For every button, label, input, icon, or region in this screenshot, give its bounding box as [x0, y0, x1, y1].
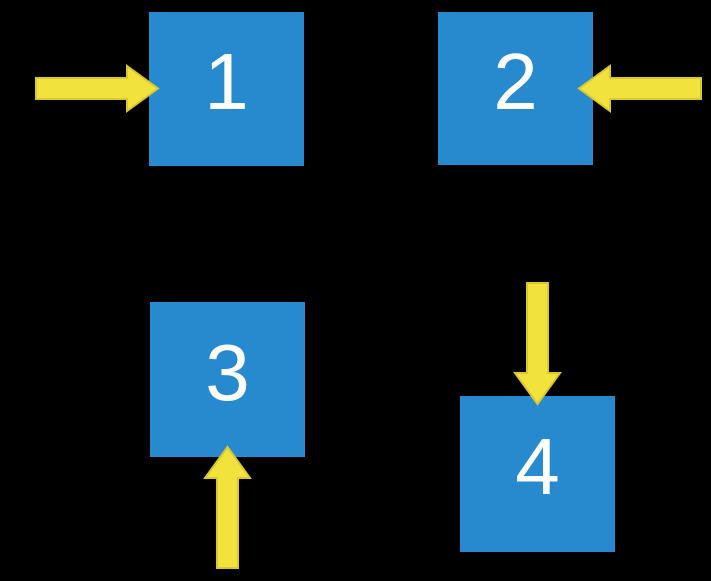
box-3-label: 3: [205, 327, 250, 417]
left-arrow-icon: [577, 64, 702, 113]
numbered-box-3: 3: [150, 302, 305, 457]
down-arrow-icon: [513, 282, 562, 406]
box-4-label: 4: [515, 422, 560, 511]
numbered-box-2: 2: [438, 12, 593, 165]
numbered-box-1: 1: [149, 12, 304, 166]
numbered-box-4: 4: [460, 396, 615, 552]
up-arrow-icon: [203, 445, 252, 569]
right-arrow-icon: [35, 64, 160, 113]
box-1-label: 1: [204, 37, 249, 126]
box-2-label: 2: [493, 36, 538, 126]
